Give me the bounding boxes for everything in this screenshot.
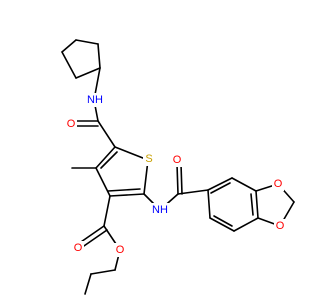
ester-group (77, 195, 121, 295)
s-thiophene-label: S (145, 153, 152, 165)
nh-amine-label: NH (152, 204, 168, 216)
o-ester-carbonyl-label: O (74, 242, 83, 254)
o-ester-single-label: O (116, 244, 125, 256)
nh-amide-label: NH (87, 94, 103, 106)
amide-group-top (72, 67, 116, 148)
o-dioxole1-label: O (274, 178, 283, 190)
molecule-structure: NH O S O NH O O O O (61, 39, 295, 295)
atom-labels: NH O S O NH O O O O (65, 93, 286, 257)
thiophene-ring (95, 146, 149, 197)
o-amide2-label: O (173, 154, 182, 166)
o-dioxole2-label: O (276, 220, 285, 232)
cyclopentyl-ring (61, 39, 101, 79)
o-amide1-label: O (67, 118, 76, 130)
